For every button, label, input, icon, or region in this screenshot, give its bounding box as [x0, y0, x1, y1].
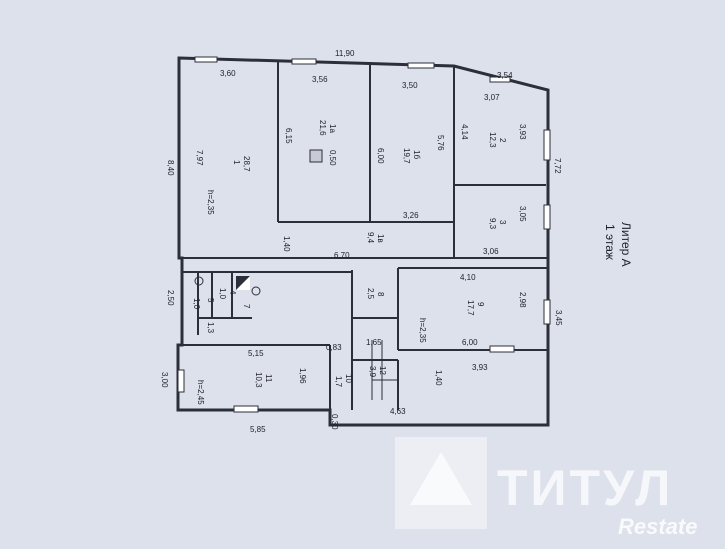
- ceiling-heights: h=2,35 h=2,35 h=2,45: [196, 190, 427, 405]
- dim-top-diag: 3,54: [497, 71, 513, 80]
- plan-title: Литер А 1 этаж: [603, 222, 633, 267]
- room-1v-num: 1в: [376, 234, 385, 243]
- dim-left-r1: 7,97: [195, 150, 204, 166]
- plan-subtitle-text: 1 этаж: [603, 224, 617, 260]
- dim-r10-w: 0,83: [326, 343, 342, 352]
- dim-r1b-w: 3,26: [403, 211, 419, 220]
- watermark-sub: Restate: [618, 514, 697, 539]
- dim-r2-w: 3,93: [518, 124, 527, 140]
- dim-top-total: 11,90: [335, 49, 355, 58]
- room-3-num: 3: [498, 220, 507, 225]
- room-12-area: 3,9: [368, 366, 377, 378]
- dim-r1b-h: 6,00: [376, 148, 385, 164]
- room-5-num: 5: [206, 298, 215, 303]
- room-2-num: 2: [498, 138, 507, 143]
- room-10-area: 1,7: [334, 376, 343, 388]
- room-labels: 1 28,7 1а 21,6 0,50 1б 19,7 2 12,3 3 9,3…: [192, 120, 507, 388]
- dim-stair-h: 1,40: [434, 370, 443, 386]
- room-3-area: 9,3: [488, 218, 497, 230]
- watermark: ТИТУЛ Restate: [395, 437, 697, 539]
- room-1-num: 1: [232, 160, 241, 165]
- dim-bottom-total: 5,85: [250, 425, 266, 434]
- dim-r9-h: 2,98: [518, 292, 527, 308]
- windows: [177, 56, 551, 413]
- height-lower: h=2,45: [196, 380, 205, 405]
- dim-stair-w: 1,65: [366, 338, 382, 347]
- room-1a-inner: 0,50: [328, 150, 337, 166]
- dim-r3-h: 3,05: [518, 206, 527, 222]
- room-9-area: 17,7: [466, 300, 475, 316]
- fixtures: [194, 149, 398, 400]
- dim-r1a-h: 6,15: [284, 128, 293, 144]
- outer-walls: [176, 56, 550, 427]
- dim-bottom-mid: 4,63: [390, 407, 406, 416]
- room-2-area: 12,3: [488, 132, 497, 148]
- dim-corridor-w: 6,70: [334, 251, 350, 260]
- dim-top-r1a: 3,56: [312, 75, 328, 84]
- dim-r2-h: 4,14: [460, 124, 469, 140]
- dim-r9-top: 4,10: [460, 273, 476, 282]
- dim-wall-thk: 0,30: [330, 414, 339, 430]
- room-12-num: 12: [378, 366, 387, 375]
- room-8-num: 8: [376, 292, 385, 297]
- dim-r11-h: 1,96: [298, 368, 307, 384]
- dim-r9-w: 6,00: [462, 338, 478, 347]
- room-7-area: 1,3: [206, 322, 215, 334]
- room-5-area: 1,0: [192, 298, 201, 310]
- house-logo-icon: [410, 452, 472, 505]
- dim-top-r2: 3,07: [484, 93, 500, 102]
- room-10-num: 10: [344, 374, 353, 383]
- room-8-area: 2,5: [366, 288, 375, 300]
- room-4-area: 1,0: [218, 288, 227, 300]
- dim-right-lower: 3,45: [554, 310, 563, 326]
- interior-walls: [182, 60, 548, 410]
- room-1-area: 28,7: [242, 156, 251, 172]
- room-1b-area: 19,7: [402, 148, 411, 164]
- dim-r1b-h2: 5,76: [436, 135, 445, 151]
- dim-r11-w: 5,15: [248, 349, 264, 358]
- dim-corridor-h: 1,40: [282, 236, 291, 252]
- room-1b-num: 1б: [412, 150, 421, 159]
- dim-left-total: 8,40: [166, 160, 175, 176]
- room-9-num: 9: [476, 302, 485, 307]
- dim-bottom-right: 3,93: [472, 363, 488, 372]
- room-1a-area: 21,6: [318, 120, 327, 136]
- dim-right-upper: 7,72: [553, 158, 562, 174]
- dim-top-r1: 3,60: [220, 69, 236, 78]
- dim-left-low: 3,00: [160, 372, 169, 388]
- dim-r3-w: 3,06: [483, 247, 499, 256]
- height-middle: h=2,35: [418, 318, 427, 343]
- room-11-area: 10,3: [254, 372, 263, 388]
- room-1a-num: 1а: [328, 124, 337, 133]
- dimension-labels: 11,90 3,60 3,56 3,50 3,07 3,54 8,40 7,97…: [160, 49, 563, 434]
- watermark-brand: ТИТУЛ: [497, 460, 673, 516]
- dim-left-mid: 2,50: [166, 290, 175, 306]
- room-4-num: 4: [228, 290, 237, 295]
- room-7-num: 7: [242, 304, 251, 309]
- room-1v-area: 9,4: [366, 232, 375, 244]
- room-11-num: 11: [264, 374, 273, 383]
- height-upper: h=2,35: [206, 190, 215, 215]
- plan-title-text: Литер А: [619, 222, 633, 267]
- dim-top-r1b: 3,50: [402, 81, 418, 90]
